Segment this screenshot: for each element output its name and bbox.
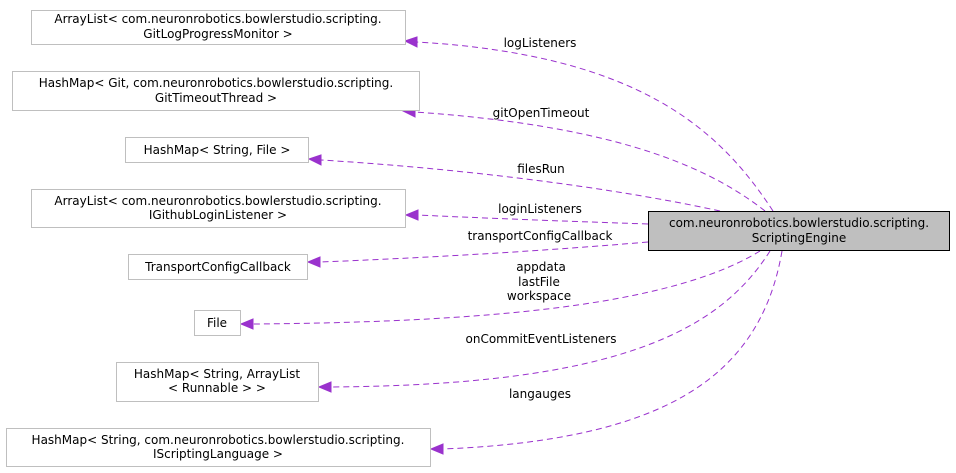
node-box xyxy=(12,71,420,111)
edge-log-listeners: logListeners xyxy=(403,36,774,212)
edge-files-run: filesRun xyxy=(307,154,721,212)
edge-line xyxy=(417,214,649,225)
edge-label: filesRun xyxy=(517,162,565,176)
edge-label: langauges xyxy=(509,387,571,401)
edge-line xyxy=(414,111,766,212)
edge-label: appdata xyxy=(516,260,566,274)
edge-langauges: langauges xyxy=(429,250,783,455)
node-scripting-engine[interactable]: com.neuronrobotics.bowlerstudio.scriptin… xyxy=(648,211,950,251)
node-box xyxy=(6,428,431,467)
node-text-line2: GitLogProgressMonitor > xyxy=(143,27,292,41)
node-box xyxy=(194,310,241,336)
node-hashmap-gittimeoutthread[interactable]: HashMap< Git, com.neuronrobotics.bowlers… xyxy=(12,71,420,111)
edge-line xyxy=(442,250,783,450)
node-text-line1: ArrayList< com.neuronrobotics.bowlerstud… xyxy=(54,194,381,208)
node-text-line2: < Runnable > > xyxy=(168,381,266,395)
node-text-line1: HashMap< String, File > xyxy=(144,143,291,157)
node-hashmap-string-arraylist-runnable[interactable]: HashMap< String, ArrayList < Runnable > … xyxy=(116,362,319,402)
edge-label: workspace xyxy=(507,289,571,303)
node-text-line1: com.neuronrobotics.bowlerstudio.scriptin… xyxy=(669,216,929,230)
node-box xyxy=(648,211,950,251)
edge-label: lastFile xyxy=(518,275,560,289)
node-transportconfigcallback[interactable]: TransportConfigCallback xyxy=(128,254,308,280)
node-text-line1: File xyxy=(207,316,227,330)
node-hashmap-string-file[interactable]: HashMap< String, File > xyxy=(125,137,309,163)
node-box xyxy=(128,254,308,280)
node-text-line2: IGithubLoginListener > xyxy=(149,208,287,222)
node-text-line1: ArrayList< com.neuronrobotics.bowlerstud… xyxy=(54,12,381,26)
node-box xyxy=(125,137,309,163)
node-text-line1: HashMap< String, com.neuronrobotics.bowl… xyxy=(32,433,405,447)
arrowhead xyxy=(403,36,418,48)
edge-label: gitOpenTimeout xyxy=(493,106,590,120)
arrowhead xyxy=(239,318,254,330)
node-file[interactable]: File xyxy=(194,310,241,336)
node-box xyxy=(31,10,406,45)
edge-label: logListeners xyxy=(504,36,577,50)
node-text-line2: IScriptingLanguage > xyxy=(153,447,283,461)
arrowhead xyxy=(404,209,419,221)
node-text-line1: HashMap< String, ArrayList xyxy=(134,367,300,381)
arrowhead xyxy=(307,154,322,166)
node-box xyxy=(31,189,406,228)
node-hashmap-iscriptinglanguage[interactable]: HashMap< String, com.neuronrobotics.bowl… xyxy=(6,428,431,467)
edge-line xyxy=(252,250,761,325)
edge-transport-config-callback: transportConfigCallback xyxy=(306,229,649,268)
arrowhead xyxy=(429,443,444,455)
node-text-line1: HashMap< Git, com.neuronrobotics.bowlers… xyxy=(39,76,393,90)
edge-label: loginListeners xyxy=(498,202,582,216)
node-text-line2: ScriptingEngine xyxy=(752,231,847,245)
edge-label: transportConfigCallback xyxy=(468,229,613,243)
arrowhead xyxy=(317,381,332,393)
edge-line xyxy=(319,241,649,263)
node-box xyxy=(116,362,319,402)
edge-git-open-timeout: gitOpenTimeout xyxy=(401,106,766,212)
edge-line xyxy=(416,41,774,212)
node-arraylist-gitlogprogressmonitor[interactable]: ArrayList< com.neuronrobotics.bowlerstud… xyxy=(31,10,406,45)
edge-appdata-lastfile-workspace: appdata lastFile workspace xyxy=(239,250,761,330)
edge-line xyxy=(330,250,771,388)
edge-line xyxy=(320,159,721,212)
node-arraylist-igithubloginlistener[interactable]: ArrayList< com.neuronrobotics.bowlerstud… xyxy=(31,189,406,228)
edge-on-commit-event-listeners: onCommitEventListeners xyxy=(317,250,771,393)
node-text-line1: TransportConfigCallback xyxy=(144,260,291,274)
arrowhead xyxy=(306,256,321,268)
node-text-line2: GitTimeoutThread > xyxy=(155,91,277,105)
edges: logListeners gitOpenTimeout filesRun log… xyxy=(239,36,783,455)
nodes: ArrayList< com.neuronrobotics.bowlerstud… xyxy=(6,10,950,467)
edge-label: onCommitEventListeners xyxy=(466,332,617,346)
edge-login-listeners: loginListeners xyxy=(404,202,649,225)
